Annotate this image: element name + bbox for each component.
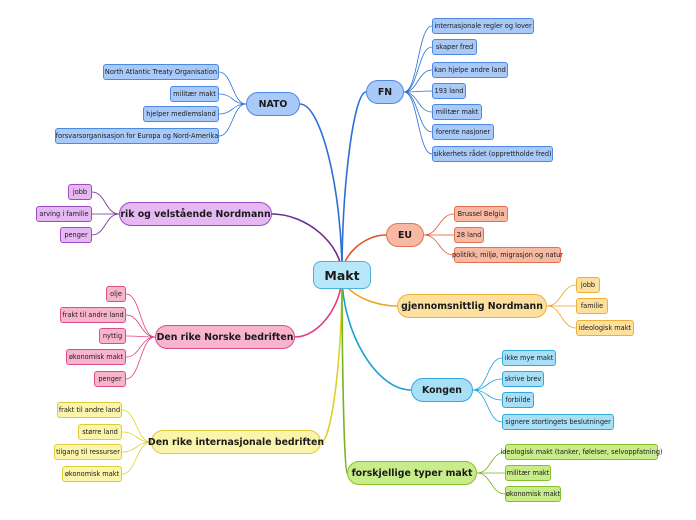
leaf-kongen-brev[interactable]: skrive brev <box>502 371 544 387</box>
connector-leaf-norske <box>125 336 156 380</box>
root-node-makt[interactable]: Makt <box>313 261 371 289</box>
connector-leaf-fn <box>403 69 433 93</box>
connector-leaf-fn <box>403 91 433 133</box>
leaf-no-olje[interactable]: olje <box>106 286 126 302</box>
connector-leaf-rik <box>91 191 120 215</box>
connector-leaf-nato <box>218 103 247 137</box>
connector-leaf-typer <box>476 451 506 474</box>
leaf-fn-193[interactable]: 193 land <box>432 83 466 99</box>
branch-kongen[interactable]: Kongen <box>411 378 473 402</box>
connector-leaf-gjennomsnitt <box>546 305 577 329</box>
connector-leaf-nato <box>218 93 247 105</box>
branch-internasjonale[interactable]: Den rike internasjonale bedriften <box>148 430 324 454</box>
leaf-nato-forsvar[interactable]: forsvarsorganisasjon for Europa og Nord-… <box>55 128 219 144</box>
connector-root-nato <box>299 103 343 276</box>
leaf-no-penger[interactable]: penger <box>94 371 126 387</box>
connector-root-intl <box>320 274 343 443</box>
leaf-intl-frakt[interactable]: frakt til andre land <box>57 402 122 418</box>
connector-leaf-typer <box>476 472 506 495</box>
branch-eu[interactable]: EU <box>386 223 424 247</box>
connector-leaf-eu <box>423 234 455 256</box>
connector-leaf-fn <box>403 46 433 93</box>
connector-leaf-intl <box>121 409 152 443</box>
leaf-fn-sikkerhet[interactable]: sikkerhets rådet (opprettholde fred) <box>432 146 553 162</box>
branch-nato[interactable]: NATO <box>246 92 300 116</box>
connector-leaf-fn <box>403 25 433 93</box>
leaf-kongen-makt[interactable]: ikke mye makt <box>502 350 556 366</box>
connector-root-kongen <box>341 274 412 391</box>
connector-leaf-intl <box>121 431 152 443</box>
connector-leaf-eu <box>423 213 455 236</box>
leaf-eu-politikk[interactable]: politikk, miljø, migrasjon og natur <box>452 247 563 263</box>
leaf-rik-jobb[interactable]: jobb <box>68 184 92 200</box>
connector-leaf-norske <box>125 293 156 338</box>
connector-leaf-norske <box>125 336 156 358</box>
connector-leaf-rik <box>91 213 120 236</box>
connector-leaf-fn <box>403 91 433 113</box>
leaf-rik-arving[interactable]: arving i familie <box>36 206 92 222</box>
leaf-no-okonomisk[interactable]: økonomisk makt <box>66 349 126 365</box>
connector-leaf-kongen <box>472 389 503 423</box>
leaf-intl-ressurser[interactable]: tilgang til ressurser <box>54 444 122 460</box>
leaf-gj-jobb[interactable]: jobb <box>576 277 600 293</box>
leaf-typer-okonomisk[interactable]: økonomisk makt <box>505 486 561 502</box>
leaf-gj-ideologisk[interactable]: ideologisk makt <box>576 320 634 336</box>
leaf-fn-militaer[interactable]: militær makt <box>432 104 482 120</box>
leaf-typer-ideologisk[interactable]: ideologisk makt (tanker, følelser, selvo… <box>500 444 663 460</box>
leaf-no-frakt[interactable]: frakt til andre land <box>60 307 126 323</box>
branch-typer-makt[interactable]: forskjellige typer makt <box>347 461 477 485</box>
leaf-kongen-forbilde[interactable]: forbilde <box>502 392 534 408</box>
leaf-fn-forente[interactable]: forente nasjoner <box>432 124 494 140</box>
branch-rik-nordmann[interactable]: rik og velstående Nordmann <box>119 202 272 226</box>
leaf-intl-okonomisk[interactable]: økonomisk makt <box>62 466 122 482</box>
connector-leaf-norske <box>125 314 156 338</box>
leaf-kongen-signere[interactable]: signere stortingets beslutninger <box>502 414 614 430</box>
leaf-nato-militaer[interactable]: militær makt <box>170 86 219 102</box>
leaf-fn-fred[interactable]: skaper fred <box>432 39 477 55</box>
leaf-fn-hjelpe[interactable]: kan hjelpe andre land <box>432 62 508 78</box>
branch-fn[interactable]: FN <box>366 80 404 104</box>
leaf-no-nyttig[interactable]: nyttig <box>99 328 126 344</box>
branch-gjennomsnittlig[interactable]: gjennomsnittlig Nordmann <box>397 294 547 318</box>
connector-leaf-fn <box>403 91 433 155</box>
connector-leaf-nato <box>218 71 247 105</box>
branch-norske-bedriften[interactable]: Den rike Norske bedriften <box>155 325 295 349</box>
leaf-intl-storre[interactable]: større land <box>78 424 122 440</box>
leaf-typer-militaer[interactable]: militær makt <box>505 465 551 481</box>
leaf-eu-28[interactable]: 28 land <box>454 227 484 243</box>
leaf-nato-hjelper[interactable]: hjelper medlemsland <box>143 106 219 122</box>
connector-leaf-intl <box>121 441 152 475</box>
leaf-nato-treaty[interactable]: North Atlantic Treaty Organisation <box>103 64 219 80</box>
connector-root-fn <box>341 91 367 276</box>
leaf-eu-brussel[interactable]: Brussel Belgia <box>454 206 508 222</box>
connector-leaf-gjennomsnitt <box>546 284 577 307</box>
leaf-fn-regler[interactable]: internasjonale regler og lover <box>432 18 534 34</box>
connector-leaf-kongen <box>472 357 503 391</box>
connector-leaf-kongen <box>472 378 503 391</box>
leaf-rik-penger[interactable]: penger <box>60 227 92 243</box>
leaf-gj-familie[interactable]: familie <box>576 298 608 314</box>
connector-root-typer <box>341 274 348 474</box>
